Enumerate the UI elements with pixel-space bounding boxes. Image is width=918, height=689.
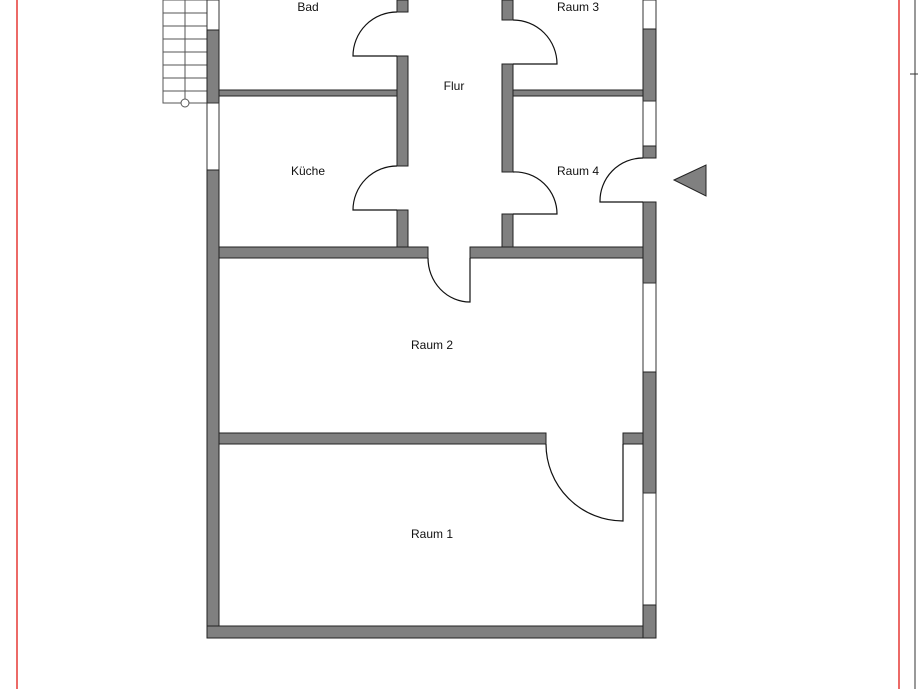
door-raum3[interactable] [512,19,558,65]
room-label-flur: Flur [444,79,465,93]
entrance-door[interactable] [599,157,644,203]
door-raum1[interactable] [545,443,624,522]
door-bad[interactable] [352,11,398,57]
stair-arrow-start-icon [180,98,190,108]
exterior-walls [206,0,657,639]
window-kueche [206,102,220,171]
entrance-arrow-icon [672,164,707,197]
room-label-bad: Bad [297,0,318,14]
window-raum1 [642,492,657,606]
room-label-raum2: Raum 2 [411,338,453,352]
window-bad [206,0,220,31]
window-raum4 [642,100,657,147]
room-label-raum1: Raum 1 [411,527,453,541]
interior-walls [218,0,644,445]
room-label-kueche: Küche [291,164,325,178]
door-raum4[interactable] [512,171,558,215]
door-raum2[interactable] [427,257,471,303]
door-kueche[interactable] [352,165,398,211]
window-raum2 [642,282,657,373]
room-label-raum3: Raum 3 [557,0,599,14]
window-raum3 [642,0,657,30]
room-label-raum4: Raum 4 [557,164,599,178]
staircase [162,0,208,108]
